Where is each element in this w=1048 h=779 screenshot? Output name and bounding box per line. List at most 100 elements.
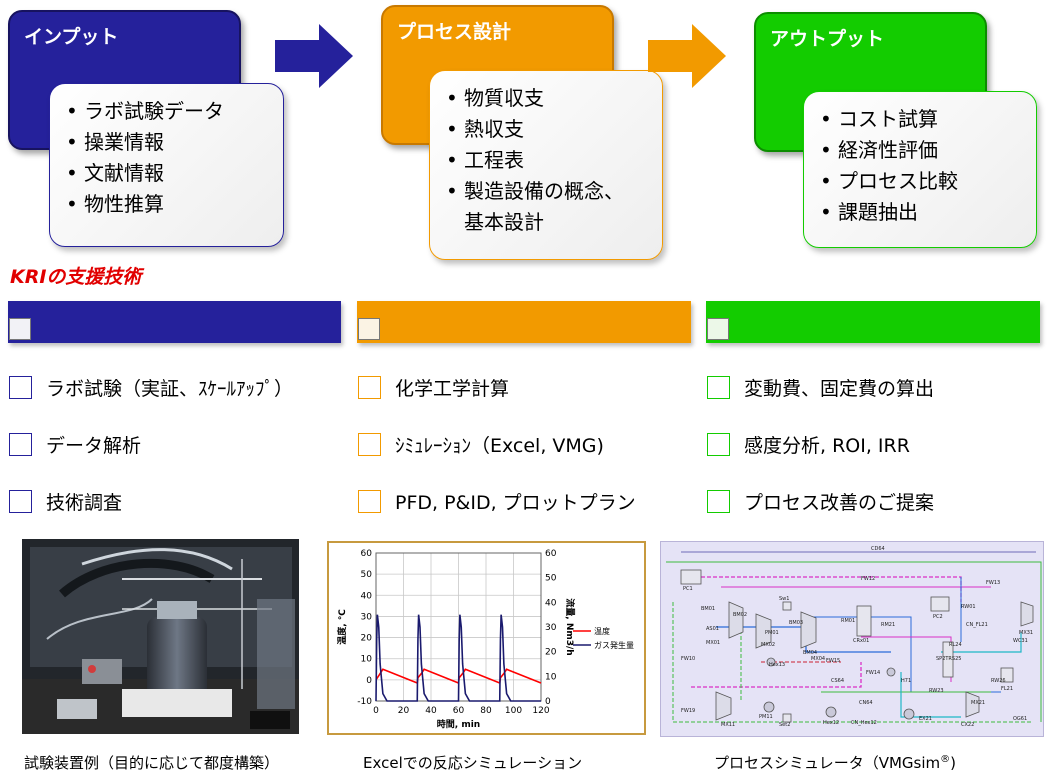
unit-operation-icon <box>903 708 915 720</box>
arrow-right-icon <box>648 24 726 88</box>
y-left-tick-label: 60 <box>361 549 373 559</box>
stream-label: FW13 <box>986 580 1000 586</box>
bar-corner <box>9 318 31 340</box>
checkbox-icon <box>707 432 730 456</box>
process-item: 工程表 <box>446 145 648 176</box>
unit-operation-icon <box>782 601 792 611</box>
checkbox-icon <box>9 375 32 399</box>
legend-label: ガス発生量 <box>594 640 634 650</box>
stream-label: RW23 <box>929 688 944 694</box>
x-axis-label: 時間, min <box>437 718 480 730</box>
checkbox-icon <box>9 432 32 456</box>
checkbox-icon <box>707 489 730 513</box>
support-item-label: 変動費、固定費の算出 <box>744 377 935 400</box>
stream-label: FW10 <box>681 656 695 662</box>
x-tick-label: 40 <box>425 706 437 716</box>
x-tick-label: 0 <box>373 706 379 716</box>
support-item-label: ラボ試験（実証、ｽｹｰﾙｱｯﾌﾟ） <box>46 377 294 400</box>
support-item-label: 化学工学計算 <box>395 377 510 400</box>
stream-line <box>701 576 962 602</box>
y-left-tick-label: 0 <box>366 676 372 686</box>
support-heading: KRIの支援技術 <box>10 266 142 288</box>
unit-operation-icon <box>942 641 954 678</box>
input-title: インプット <box>24 26 119 48</box>
unit-operation-icon <box>965 691 980 718</box>
support-item: データ解析 <box>9 429 141 459</box>
stream-label: CN_FL21 <box>966 622 988 628</box>
process-item: 物質収支 <box>446 83 648 114</box>
x-tick-label: 100 <box>505 706 522 716</box>
stream-label: CD64 <box>871 546 885 552</box>
unit-operation-icon <box>782 713 792 723</box>
support-item-label: ｼﾐｭﾚｰｼｮﾝ（Excel, VMG) <box>395 434 604 457</box>
stream-label: BM01 <box>701 606 715 612</box>
process-item: 熱収支 <box>446 114 648 145</box>
checkbox-icon <box>9 489 32 513</box>
simulator-caption: プロセスシミュレータ（VMGsim®) <box>714 752 956 773</box>
stream-label: FL21 <box>1001 686 1013 692</box>
stream-label: CRx01 <box>853 638 869 644</box>
output-title: アウトプット <box>770 28 885 50</box>
process-item: 製造設備の概念、 <box>446 176 648 207</box>
y-left-tick-label: 10 <box>361 655 373 665</box>
registered-mark: ® <box>940 754 951 765</box>
checkbox-icon <box>358 489 381 513</box>
stream-label: MX31 <box>1019 630 1033 636</box>
stream-label: FW14 <box>866 670 880 676</box>
unit-operation-icon <box>886 667 896 677</box>
stream-line <box>666 561 1042 722</box>
simulator-caption-tail: ) <box>950 754 956 772</box>
test-apparatus-photo <box>22 539 299 734</box>
support-item: 感度分析, ROI, IRR <box>707 429 910 459</box>
input-item: 操業情報 <box>66 127 269 158</box>
stream-label: MX04 <box>811 656 825 662</box>
process-item-cont: 基本設計 <box>464 210 544 234</box>
y-right-tick-label: 30 <box>545 623 557 633</box>
unit-operation-icon <box>1000 667 1014 683</box>
input-item: ラボ試験データ <box>66 96 269 127</box>
arrow-right-icon <box>275 24 353 88</box>
stream-label: PC2 <box>933 614 943 620</box>
y-right-tick-label: 60 <box>545 549 557 559</box>
y-right-tick-label: 10 <box>545 672 557 682</box>
unit-operation-icon <box>755 613 772 649</box>
output-list-box: コスト試算 経済性評価 プロセス比較 課題抽出 <box>803 91 1037 248</box>
stream-label: PM01 <box>765 630 779 636</box>
process-list-box: 物質収支 熱収支 工程表 製造設備の概念、 基本設計 <box>429 70 663 260</box>
y-right-tick-label: 40 <box>545 598 557 608</box>
chart-caption: Excelでの反応シミュレーション <box>363 754 583 772</box>
output-item: プロセス比較 <box>820 166 1022 197</box>
support-item: ｼﾐｭﾚｰｼｮﾝ（Excel, VMG) <box>358 429 604 459</box>
stream-label: FW19 <box>681 708 695 714</box>
stream-label: MX01 <box>706 640 720 646</box>
stream-label: RL24 <box>949 642 962 648</box>
y-right-axis-label: 流量, Nm3/h <box>564 598 576 655</box>
column-bar-output <box>706 301 1040 343</box>
x-tick-label: 80 <box>480 706 492 716</box>
stream-label: FW12 <box>861 576 875 582</box>
stream-label: CX22 <box>961 722 974 728</box>
checkbox-icon <box>358 375 381 399</box>
x-tick-label: 120 <box>532 706 549 716</box>
stream-label: MX21 <box>971 700 985 706</box>
photo-caption: 試験装置例（目的に応じて都度構築） <box>24 754 280 772</box>
stream-label: Sw1 <box>779 596 789 602</box>
stream-label: CS64 <box>831 678 844 684</box>
stream-line <box>941 632 1022 653</box>
stream-label: CN_Hex12 <box>851 720 877 726</box>
series-line-1 <box>375 614 541 702</box>
y-right-tick-label: 0 <box>545 697 551 707</box>
stream-label: Set2 <box>779 722 790 728</box>
stream-label: BM03 <box>789 620 803 626</box>
stream-label: MX02 <box>761 642 775 648</box>
stream-label: RM21 <box>881 622 895 628</box>
support-item: 技術調査 <box>9 486 122 516</box>
output-item: 経済性評価 <box>820 135 1022 166</box>
y-left-tick-label: 50 <box>361 570 373 580</box>
unit-operation-icon <box>825 706 837 718</box>
support-item: ラボ試験（実証、ｽｹｰﾙｱｯﾌﾟ） <box>9 372 293 402</box>
stream-line <box>691 662 862 688</box>
stream-label: OG61 <box>1013 716 1027 722</box>
